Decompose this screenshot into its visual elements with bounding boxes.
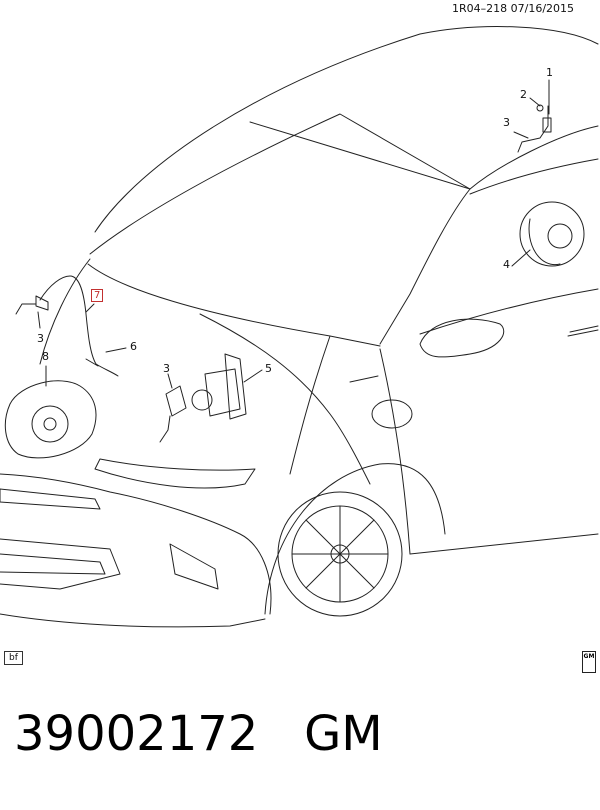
- front-knuckle: [4, 380, 97, 459]
- front-hub-center: [43, 417, 57, 431]
- door-handle: [567, 325, 599, 337]
- hood-edge-right: [289, 335, 331, 475]
- leader-5: [243, 369, 263, 383]
- side-window-lower: [419, 288, 599, 335]
- rear-sensor-bolt: [536, 104, 544, 112]
- brand-name: GM: [304, 706, 383, 762]
- leader-3-top: [513, 131, 529, 139]
- mid-sensor-lead: [159, 415, 171, 443]
- rear-sensor-harness: [517, 105, 549, 153]
- rear-sensor-body: [542, 117, 552, 133]
- door-sill: [409, 533, 599, 555]
- callout-1: 1: [546, 66, 553, 79]
- mid-sensor-body: [165, 385, 187, 417]
- rear-brake-hub: [547, 223, 573, 249]
- mirror: [419, 318, 505, 358]
- bf-badge: bf: [4, 651, 23, 665]
- hood-front: [39, 258, 91, 365]
- wheel-hub: [330, 544, 350, 564]
- part-number-footer: 39002172 GM: [14, 706, 383, 762]
- callout-7-highlight: 7: [91, 289, 104, 302]
- callout-4: 4: [503, 258, 510, 271]
- callout-2: 2: [520, 88, 527, 101]
- a-pillar: [379, 188, 471, 345]
- gm-logo-icon: GM: [582, 651, 596, 673]
- headlamp: [94, 458, 256, 489]
- leader-3-mid: [167, 373, 173, 389]
- front-wheel-tire: [277, 491, 403, 617]
- grille-upper: [0, 488, 101, 510]
- leader-4: [511, 249, 531, 267]
- volt-badge: [349, 375, 379, 383]
- vehicle-line-drawing: [0, 26, 599, 628]
- modulator-bracket: [224, 353, 247, 420]
- leader-3-left: [37, 311, 41, 329]
- roof-outline: [94, 26, 599, 233]
- windshield-edge: [87, 263, 381, 347]
- leader-2: [529, 97, 541, 107]
- callout-3-mid: 3: [163, 362, 170, 375]
- modulator-motor: [191, 389, 213, 411]
- bumper-lower: [0, 613, 266, 628]
- callout-6: 6: [130, 340, 137, 353]
- leader-7: [85, 303, 95, 313]
- windshield-top-line: [249, 121, 599, 190]
- callout-5: 5: [265, 362, 272, 375]
- harness-lead-left: [15, 303, 37, 315]
- clip-6: [85, 358, 119, 377]
- callout-8: 8: [42, 350, 49, 363]
- front-door-line: [469, 158, 599, 195]
- fender-arch: [264, 463, 446, 615]
- modulator-body: [204, 368, 241, 417]
- fuel-door: [371, 399, 413, 429]
- callout-3-top: 3: [503, 116, 510, 129]
- leader-6: [105, 347, 127, 353]
- fog-lamp: [169, 543, 219, 590]
- grille-lower: [0, 538, 121, 590]
- part-number: 39002172: [14, 706, 259, 762]
- wheel-spokes: [291, 505, 389, 603]
- front-hub: [31, 405, 69, 443]
- callout-3-left: 3: [37, 332, 44, 345]
- front-sensor-harness: [39, 275, 97, 365]
- diagram-reference-code: 1R04–218 07/16/2015: [452, 2, 575, 15]
- hood-crease: [199, 313, 371, 485]
- rear-brake-backing: [528, 218, 561, 266]
- door-front-edge: [379, 348, 411, 555]
- rear-brake-rotor: [519, 201, 585, 267]
- grille-lower-inner: [0, 553, 106, 575]
- front-sensor-connector: [35, 295, 49, 311]
- front-fascia: [0, 473, 272, 615]
- windshield-lower: [89, 113, 471, 255]
